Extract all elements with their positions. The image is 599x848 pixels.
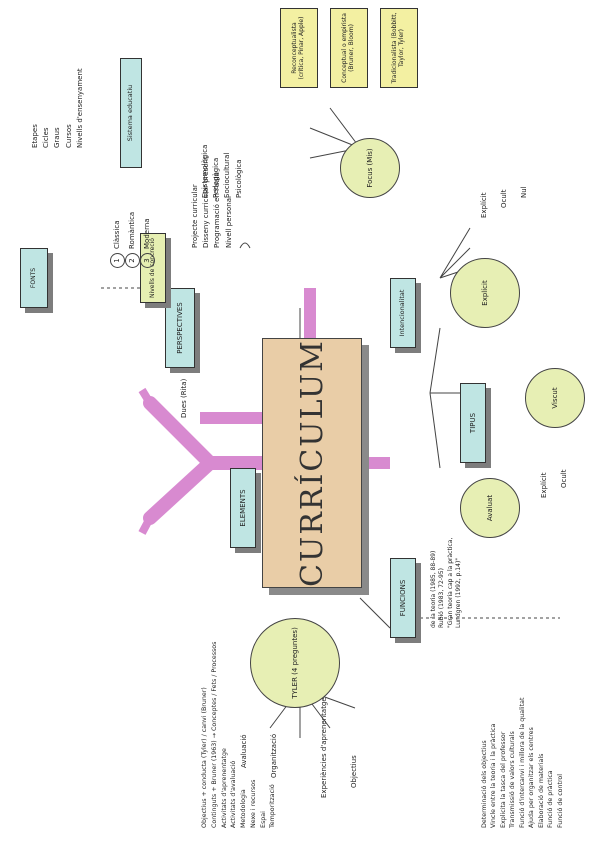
sistema-list: Etapes Cicles Graus Cursos Nivells d'ens… [31, 68, 84, 148]
funcions-box: FUNCIONS [390, 558, 416, 638]
funcions-list: Determinació dels objectius Vincle entre… [481, 697, 564, 828]
explicit-item-3: Nul [520, 186, 528, 198]
perspectives-note: Dues (Rita) [180, 378, 188, 418]
focus-item-1: Reconceptualista (crítica, Pinar, Apple) [280, 8, 318, 88]
focus-item-2: Conceptual o empirista (Bruner, Bloom) [330, 8, 368, 88]
tyler-item-2: Experiències d'aprenentatge [320, 697, 328, 798]
intencions-box: Intencionalitat [390, 278, 416, 348]
tipus-box: TIPUS [460, 383, 486, 463]
viscut-circle: Viscut [525, 368, 585, 428]
curriculum-center-box: CURRÍCULUM [262, 338, 362, 588]
explicit-item-1: Explícit [480, 192, 488, 218]
sistema-box: Sistema educatiu [120, 58, 142, 168]
badge-1: 1 [110, 253, 125, 268]
tyler-item-1: Objectius [350, 755, 358, 788]
viscut-item-1: Explícit [540, 472, 548, 498]
nivells-list: Projecte curricular Disseny curricular p… [191, 156, 233, 248]
badge-3: 3 [140, 253, 155, 268]
badge-2: 2 [125, 253, 140, 268]
explicit-circle: Explícit [450, 258, 520, 328]
funcions-note: de la teoria (1985, 88-89) Rubió (1983, … [430, 537, 463, 628]
perspectives-box: PERSPECTIVES [165, 288, 195, 368]
explicit-item-2: Ocult [500, 189, 508, 208]
elements-list: Objectius + conducta (Tyler) / canvi (Br… [201, 641, 277, 828]
perspectives-list: 1Clàssica 2Romàntica 3Moderna [110, 212, 155, 268]
fonts-box: FONTS [20, 248, 48, 308]
avaluat-circle: Avaluat [460, 478, 520, 538]
focus-circle: Focus (Mis) [340, 138, 400, 198]
viscut-item-2: Ocult [560, 469, 568, 488]
focus-item-3: Tradicionalista (Bobbitt, Taylor, Tyler) [380, 8, 418, 88]
elements-box: ELEMENTS [230, 468, 256, 548]
